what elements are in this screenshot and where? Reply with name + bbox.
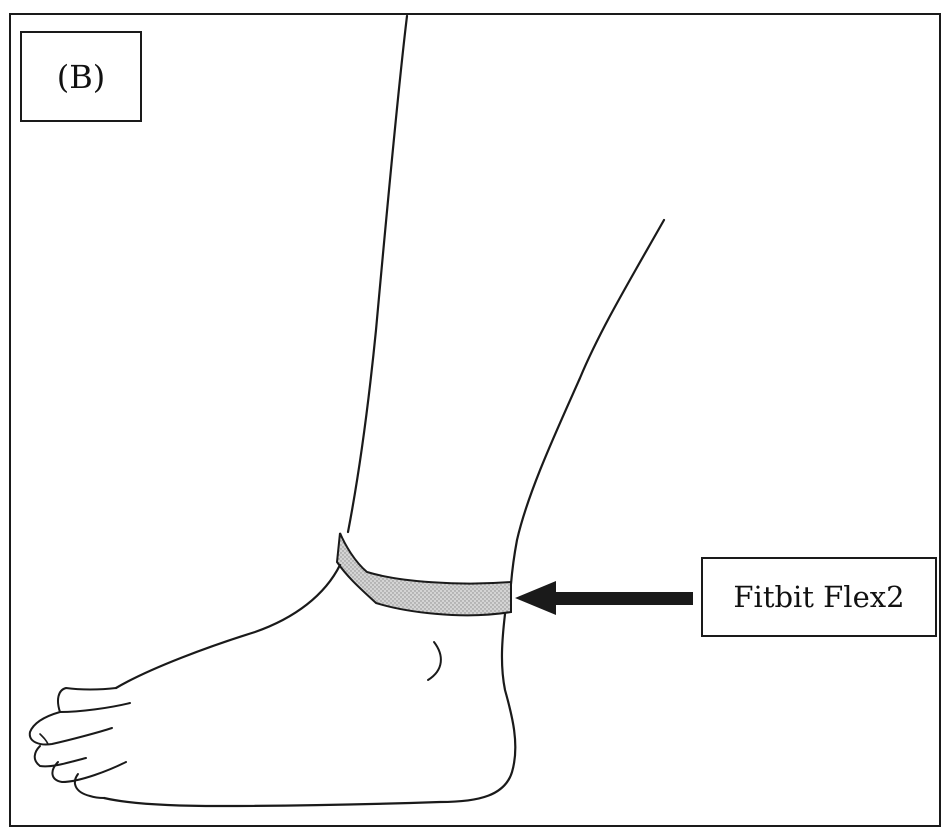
leg-front-contour [511,220,664,584]
panel-label: (B) [20,31,142,122]
figure-frame [10,14,940,826]
foot-heel-contour [104,614,515,806]
ankle-bone-mark [428,642,441,680]
foot-top-contour [116,565,340,688]
big-toe [58,688,130,712]
toe-tip-outline [40,734,48,744]
device-callout-label: Fitbit Flex2 [701,557,937,637]
leg-back-contour [348,16,407,532]
fourth-toe [52,762,126,782]
arrow-shaft [552,592,693,605]
third-toe [35,746,86,766]
second-toe [30,712,112,745]
arrow-head [515,581,556,615]
ankle-band [337,533,511,615]
